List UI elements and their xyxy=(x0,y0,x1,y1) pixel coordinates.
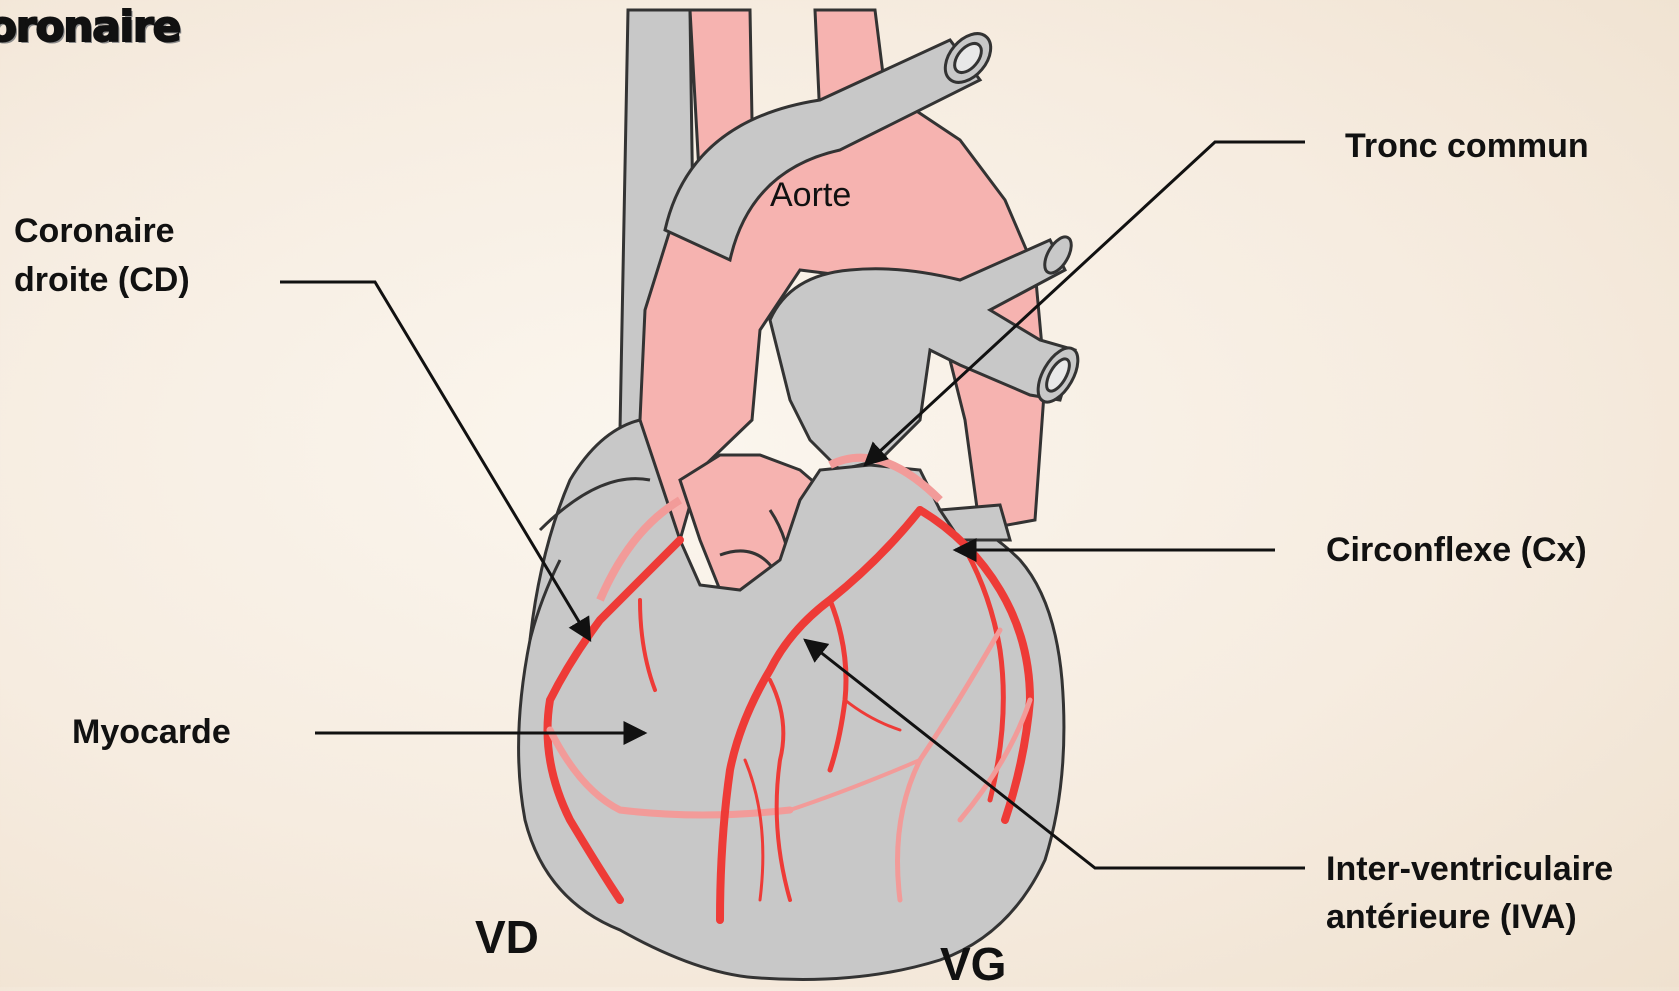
label-myocarde: Myocarde xyxy=(72,708,231,756)
label-coronaire-droite-line2: droite (CD) xyxy=(14,256,190,304)
label-tronc-commun: Tronc commun xyxy=(1345,122,1589,170)
label-coronaire-droite-line1: Coronaire xyxy=(14,207,175,255)
label-vd: VD xyxy=(475,910,539,964)
label-iva-line2: antérieure (IVA) xyxy=(1326,893,1577,941)
label-vg: VG xyxy=(940,937,1006,991)
label-iva-line1: Inter-ventriculaire xyxy=(1326,845,1613,893)
label-aorte: Aorte xyxy=(770,176,851,215)
label-circonflexe: Circonflexe (Cx) xyxy=(1326,526,1587,574)
